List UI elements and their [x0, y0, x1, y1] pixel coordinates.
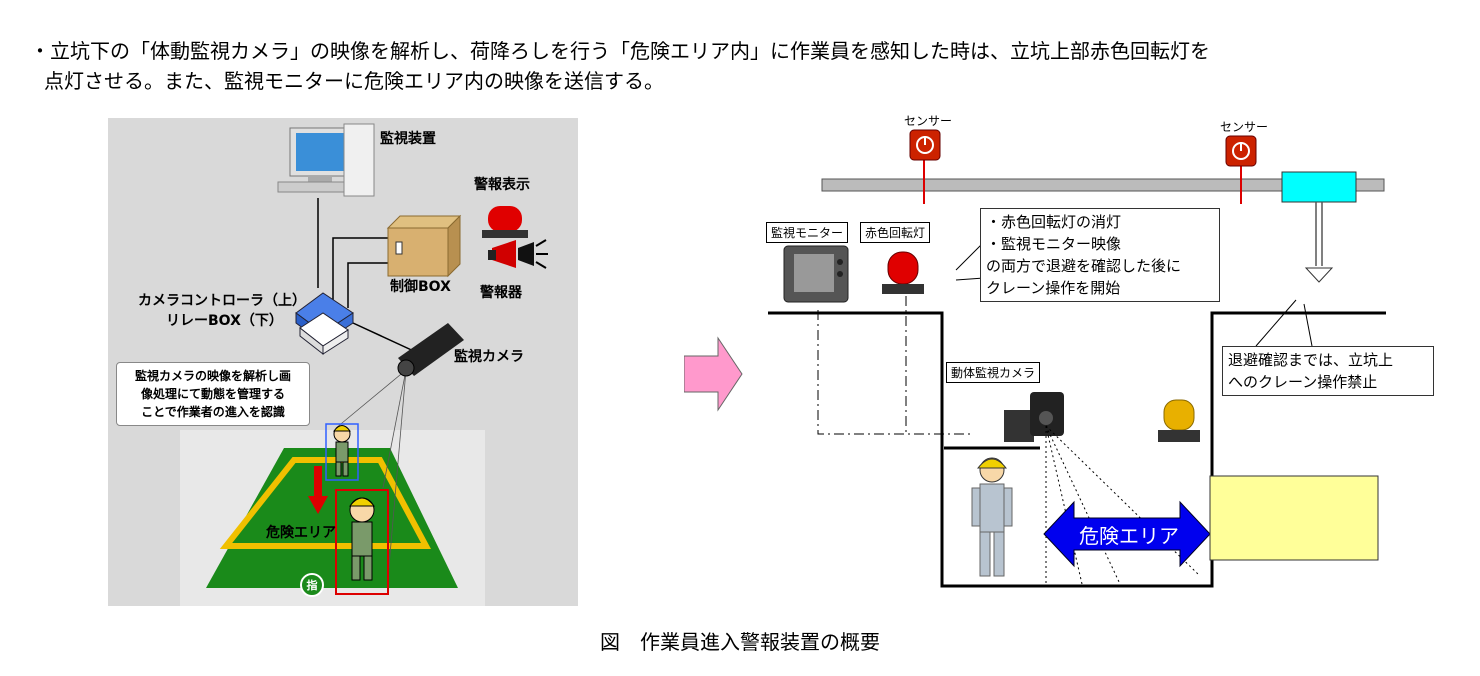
- control-box-icon: [386, 214, 462, 278]
- callout-line-3: ことで作業者の進入を認識: [141, 405, 285, 419]
- camera-view-2: [1045, 425, 1083, 585]
- wire-camera: [352, 322, 419, 354]
- callout-pointer-1: [955, 241, 985, 271]
- red-beacon-icon: [882, 251, 924, 294]
- power-sensor-icon-2: [1225, 135, 1257, 167]
- cable-monitor: [817, 310, 972, 435]
- controller-label-1: カメラコントローラ（上）: [138, 293, 306, 309]
- wire-box-2: [347, 262, 388, 308]
- marker-icon: [300, 573, 324, 597]
- crane-callout: 退避確認までは、立坑上 へのクレーン操作禁止: [1222, 346, 1434, 396]
- callout-line-2: 像処理にて動態を管理する: [140, 387, 285, 401]
- view-line-2: [387, 369, 407, 579]
- intro-line-2: 点灯させる。また、監視モニターに危険エリア内の映像を送信する。: [44, 69, 664, 93]
- crane-trolley: [1281, 171, 1357, 203]
- pc-monitor-icon: [277, 123, 375, 197]
- camera-controller-icon: [295, 292, 354, 356]
- shaft-outline: [768, 311, 1386, 588]
- retreat-callout-line-2: ・監視モニター映像: [986, 235, 1122, 253]
- tv-monitor-icon: [783, 245, 849, 303]
- power-sensor-icon-1: [909, 129, 941, 161]
- crane-rail: [821, 178, 1385, 192]
- movement-arrow: [308, 466, 328, 514]
- right-diagram-drawing: [768, 129, 1386, 588]
- control-box-label: 制御BOX: [390, 279, 451, 295]
- alarm-beacon-icon: [482, 206, 528, 238]
- beacon-box-label: 赤色回転灯: [860, 222, 931, 243]
- crane-callout-line-2: へのクレーン操作禁止: [1228, 373, 1378, 391]
- camera-box-label: 動体監視カメラ: [946, 362, 1041, 383]
- intro-bullet: ・: [30, 39, 50, 63]
- monitor-box-label: 監視モニター: [766, 222, 849, 243]
- siren-label: 警報器: [480, 285, 522, 301]
- worker-icon-1: [325, 423, 359, 481]
- crane-callout-pointer-2: [1303, 303, 1313, 347]
- marker-text: 指: [306, 579, 318, 592]
- retreat-callout-line-3: の両方で退避を確認した後に: [986, 257, 1182, 275]
- camera-view-3: [1045, 425, 1121, 585]
- intro-line-1: 立坑下の「体動監視カメラ」の映像を解析し、荷降ろしを行う「危険エリア内」に作業員…: [50, 39, 1210, 63]
- analysis-callout: 監視カメラの映像を解析し画 像処理にて動態を管理する ことで作業者の進入を認識: [116, 362, 310, 426]
- wire-box-1: [332, 237, 388, 308]
- intro-text: ・立坑下の「体動監視カメラ」の映像を解析し、荷降ろしを行う「危険エリア内」に作業…: [30, 36, 1210, 96]
- yellow-load-box: [1209, 475, 1379, 561]
- view-line-1: [335, 369, 407, 429]
- crane-callout-pointer-1: [1255, 299, 1297, 347]
- controller-label-2: リレーBOX（下）: [166, 313, 283, 329]
- pink-arrow-icon: [684, 336, 743, 412]
- retreat-callout-line-4: クレーン操作を開始: [986, 279, 1121, 297]
- worker-icon-2: [335, 489, 389, 595]
- view-line-3: [382, 369, 407, 489]
- motion-camera-icon: [1004, 392, 1064, 442]
- worker-icon-right: [971, 457, 1013, 577]
- alarm-display-label: 警報表示: [474, 177, 530, 193]
- danger-area-label-left: 危険エリア: [266, 525, 336, 541]
- left-diagram: 監視装置 警報表示 制御BOX 警報器 カメラコントローラ（上） リレーBOX（…: [108, 118, 578, 606]
- retreat-callout-line-1: ・赤色回転灯の消灯: [986, 213, 1122, 231]
- monitor-label: 監視装置: [380, 131, 436, 147]
- camera-view-4: [1045, 425, 1201, 577]
- surveillance-camera-icon: [397, 323, 464, 377]
- danger-stripe: [219, 457, 432, 549]
- hook-block: [1304, 267, 1334, 283]
- siren-icon: [488, 239, 548, 269]
- retreat-callout: ・赤色回転灯の消灯 ・監視モニター映像 の両方で退避を確認した後に クレーン操作…: [980, 208, 1220, 302]
- callout-pointer-2: [955, 277, 985, 281]
- left-diagram-drawing: [180, 123, 548, 606]
- yellow-beacon-icon: [1158, 399, 1200, 442]
- camera-label: 監視カメラ: [454, 349, 524, 365]
- sensor-label-1: センサー: [904, 114, 953, 128]
- figure-caption: 図 作業員進入警報装置の概要: [600, 630, 880, 654]
- sensor-label-2: センサー: [1220, 120, 1269, 134]
- crane-callout-line-1: 退避確認までは、立坑上: [1228, 351, 1394, 369]
- danger-area-label-right: 危険エリア: [1079, 524, 1179, 548]
- callout-line-1: 監視カメラの映像を解析し画: [134, 369, 291, 383]
